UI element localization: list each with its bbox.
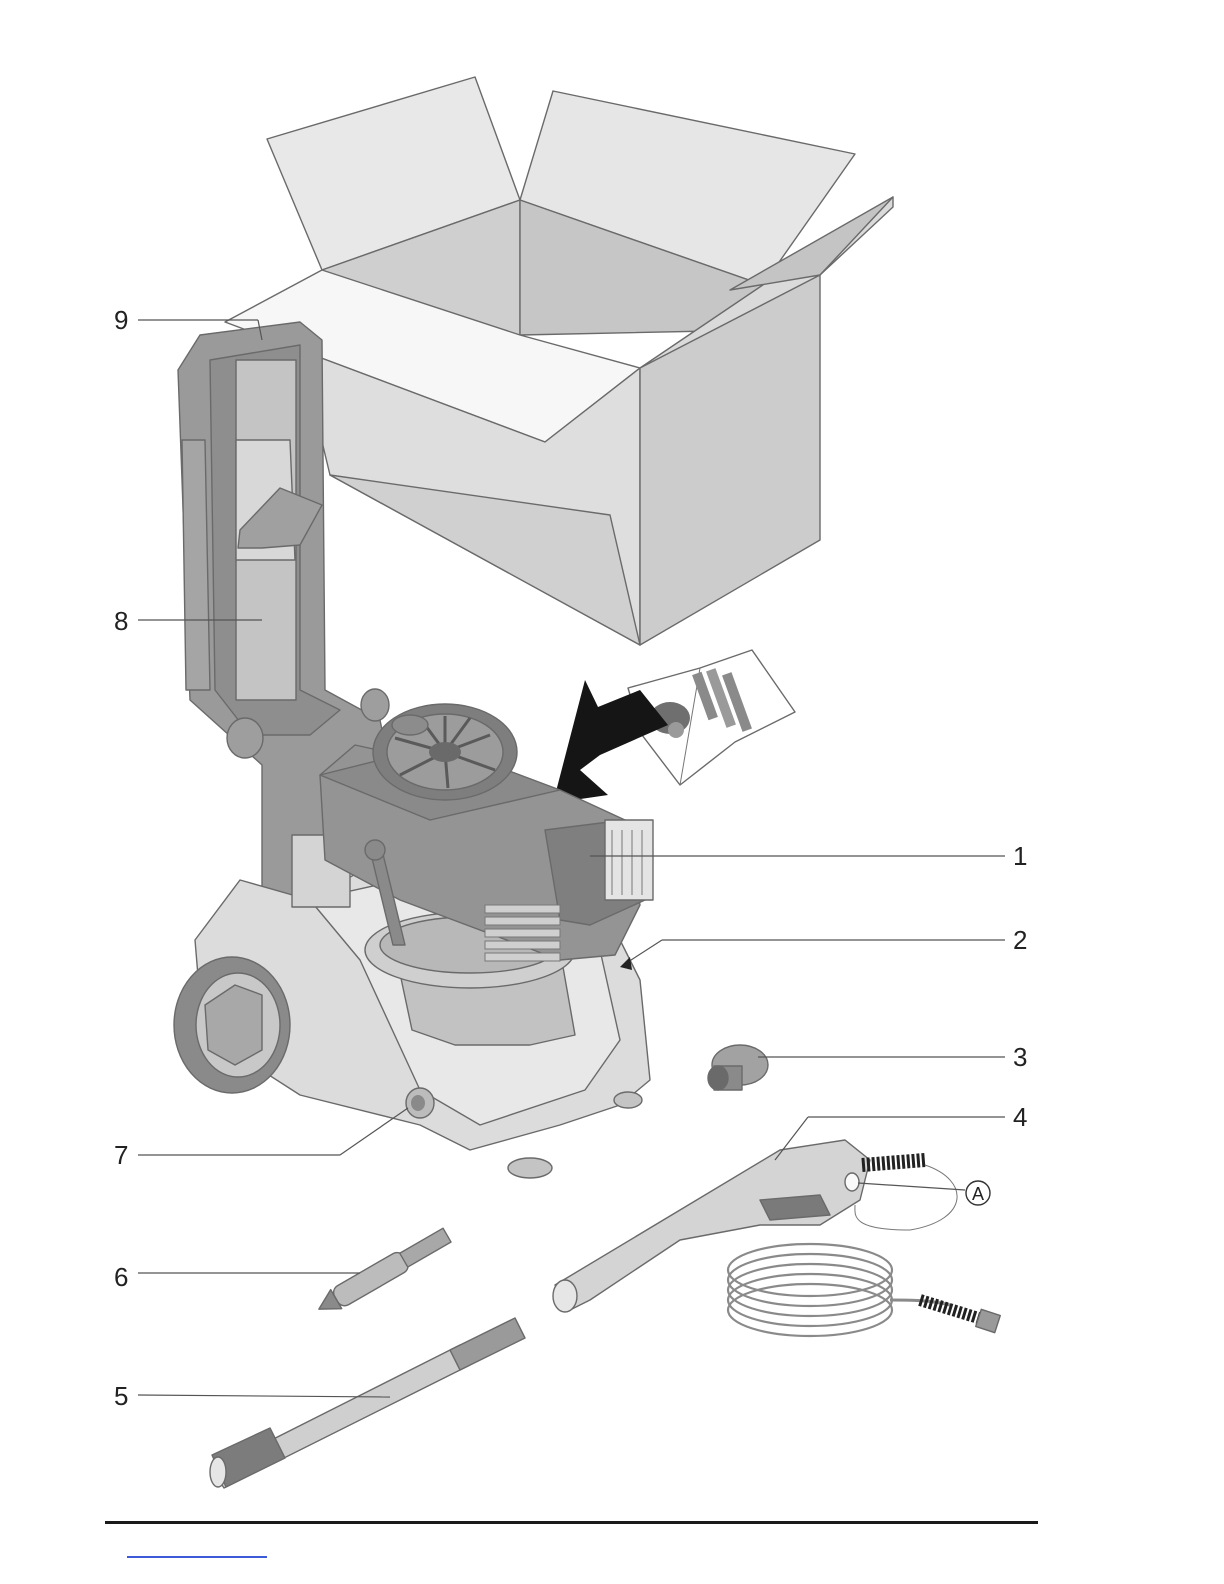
callout-7: 7: [114, 1140, 128, 1170]
carton-box-icon: [225, 77, 893, 645]
bottom-rule: [105, 1521, 1038, 1524]
callout-8: 8: [114, 606, 128, 636]
spray-gun-icon: [553, 1140, 957, 1312]
rotary-nozzle-icon: [313, 1226, 452, 1319]
callout-1: 1: [1013, 841, 1027, 871]
callout-6: 6: [114, 1262, 128, 1292]
callout-3: 3: [1013, 1042, 1027, 1072]
hose-connector-icon: [708, 1045, 768, 1090]
callout-9: 9: [114, 305, 128, 335]
callout-2: 2: [1013, 925, 1027, 955]
marker-a-label: A: [972, 1184, 984, 1204]
footer-link-underline[interactable]: [127, 1556, 267, 1558]
marker-a: A: [966, 1181, 990, 1205]
spray-lance-icon: [210, 1318, 525, 1488]
callout-5: 5: [114, 1381, 128, 1411]
callout-4: 4: [1013, 1102, 1027, 1132]
hose-coil-icon: [728, 1244, 1000, 1336]
